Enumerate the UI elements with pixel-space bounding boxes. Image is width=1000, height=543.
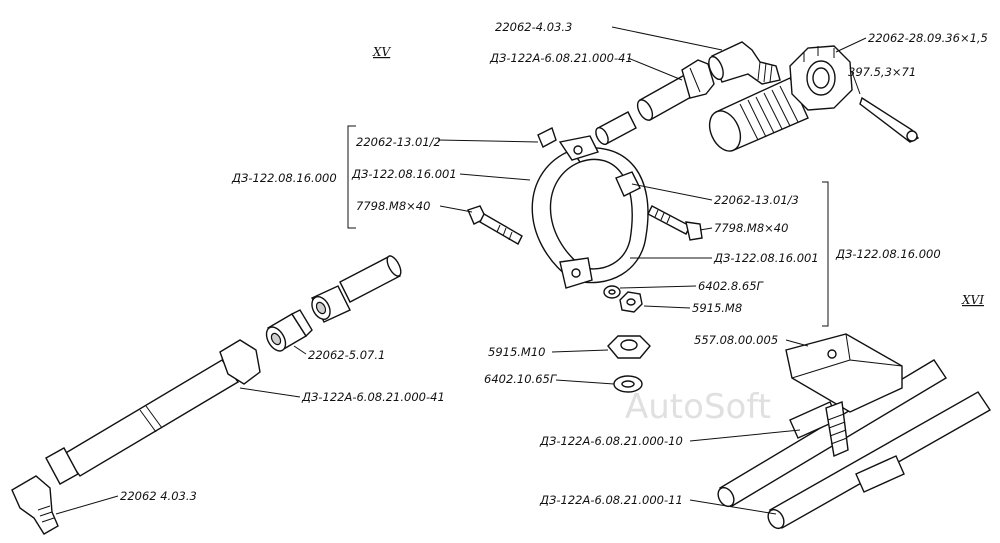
label-b3: 7798.М8×40: [356, 199, 430, 213]
clamp-assembly: [531, 135, 649, 289]
label-d1: 22062-5.07.1: [308, 348, 385, 362]
long-pipe-part: [45, 339, 261, 485]
label-b2: ДЗ-122.08.16.001: [351, 167, 457, 181]
label-e1: 5915.М10: [488, 345, 545, 359]
label-c1: 22062-13.01/3: [714, 193, 799, 207]
adapter-fitting-part: [265, 309, 313, 352]
group-bracket-right: [822, 181, 829, 327]
label-c2: 7798.М8×40: [714, 221, 788, 235]
label-c5: 5915.М8: [692, 301, 742, 315]
cotter-pin-part: [859, 96, 920, 143]
threaded-cylinder-part: [708, 77, 809, 152]
label-a4: 397.5,3×71: [848, 65, 916, 79]
bolt-left-part: [467, 205, 523, 245]
top-fitting-assembly: [537, 41, 920, 152]
label-a1: 22062-4.03.3: [495, 20, 572, 34]
nut-m8-part: [619, 291, 643, 313]
elbow-lower-part: [11, 475, 59, 535]
nipple-upper-part: [311, 255, 402, 323]
section-xvi-label: XVI: [961, 293, 984, 307]
label-b-group: ДЗ-122.08.16.000: [231, 171, 337, 185]
castle-nut-part: [789, 45, 853, 111]
label-a2: ДЗ-122А-6.08.21.000-41: [489, 51, 633, 65]
label-f1: 557.08.00.005: [694, 333, 778, 347]
section-xv-label: XV: [372, 45, 392, 59]
short-sleeve-part: [595, 111, 637, 145]
long-sleeve-hex-part: [636, 59, 715, 121]
pin-part: [537, 127, 557, 148]
label-d2: ДЗ-122А-6.08.21.000-41: [301, 390, 445, 404]
clamp-block-lower: [855, 455, 905, 493]
part-labels: 22062-4.03.3 ДЗ-122А-6.08.21.000-41 2206…: [120, 20, 988, 507]
label-c3: ДЗ-122.08.16.001: [713, 251, 819, 265]
bolt-right-part: [647, 205, 703, 241]
label-e2: 6402.10.65Г: [484, 372, 558, 386]
label-d3: 22062 4.03.3: [120, 489, 197, 503]
nut-m10-part: [607, 335, 651, 359]
elbow-fitting-part: [708, 41, 781, 85]
watermark-text: AutoSoft: [625, 387, 771, 427]
group-bracket-left: [347, 125, 356, 229]
bracket-assembly: [717, 333, 991, 530]
label-c-group: ДЗ-122.08.16.000: [835, 247, 941, 261]
left-pipe-assembly: [11, 255, 402, 535]
label-b1: 22062-13.01/2: [356, 135, 441, 149]
label-c4: 6402.8.65Г: [698, 279, 765, 293]
label-f3: ДЗ-122А-6.08.21.000-11: [539, 493, 683, 507]
clamp-square-block: [615, 171, 641, 197]
washer-m10-part: [613, 375, 643, 393]
label-f2: ДЗ-122А-6.08.21.000-10: [539, 434, 683, 448]
leader-lines: [55, 26, 867, 515]
threaded-stud-part: [825, 401, 849, 457]
label-a3: 22062-28.09.36×1,5: [868, 31, 988, 45]
